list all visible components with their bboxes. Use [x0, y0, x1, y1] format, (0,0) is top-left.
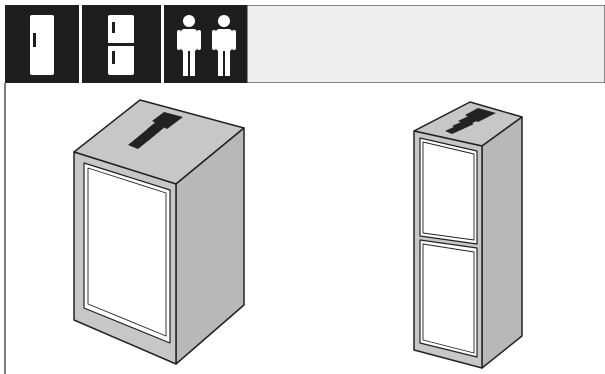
- door-inner-edge: [422, 243, 475, 354]
- header-bar: [5, 5, 605, 83]
- header-divider: [79, 5, 82, 83]
- header-light-segment: [246, 5, 605, 83]
- this-way-up-arrow: [445, 108, 496, 134]
- cabinet-side: [481, 116, 523, 369]
- single-door-fridge-icon: [30, 15, 54, 75]
- door-inner-edge: [422, 141, 475, 241]
- two-door-cabinet: [413, 101, 523, 369]
- header-divider: [161, 5, 164, 83]
- cabinet-lower-door: [419, 239, 478, 358]
- cabinet-upper-door: [419, 137, 478, 245]
- appliance-illustration: [4, 83, 523, 374]
- two-persons-icon: [177, 15, 236, 76]
- person-figure: [177, 15, 201, 76]
- door-inner-edge: [87, 167, 167, 337]
- two-door-fridge-icon: [108, 15, 134, 75]
- person-figure: [212, 15, 236, 76]
- cabinet-door: [83, 162, 171, 344]
- this-way-up-arrow: [128, 112, 183, 149]
- single-door-cabinet: [73, 99, 245, 365]
